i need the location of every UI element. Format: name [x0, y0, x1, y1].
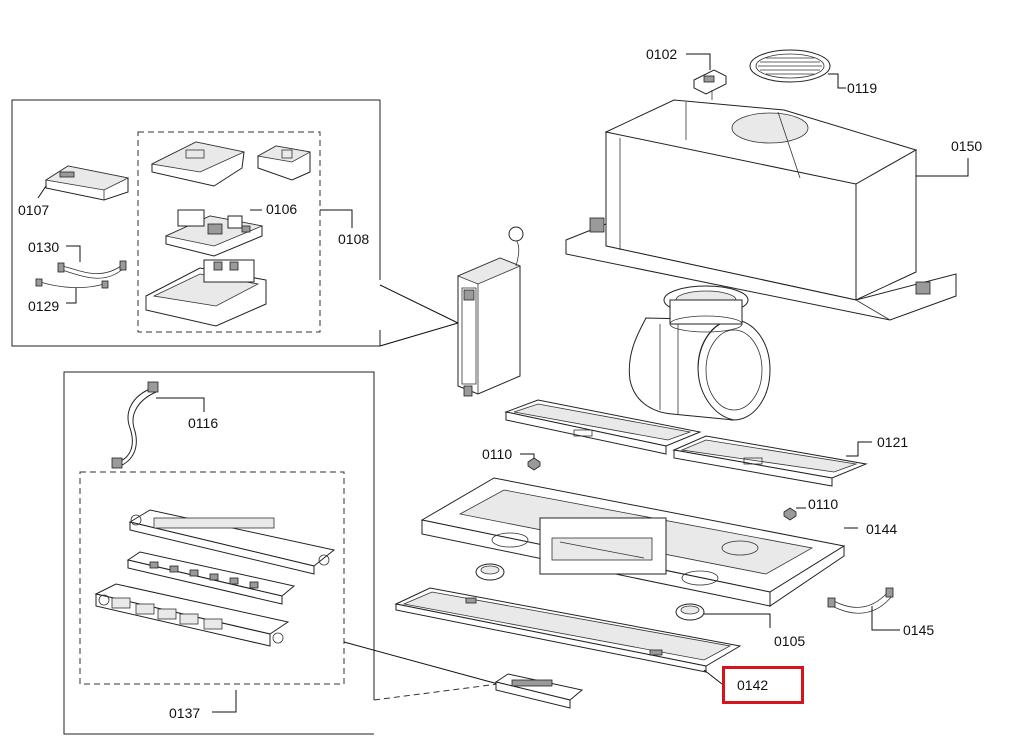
label-0144: 0144	[866, 521, 898, 537]
label-0110-right: 0110	[808, 496, 839, 512]
part-button-bracket	[128, 509, 336, 575]
part-blower-motor	[628, 285, 771, 421]
label-0137: 0137	[169, 705, 201, 721]
part-0144-frame	[420, 477, 858, 607]
label-0129: 0129	[28, 298, 60, 314]
electronics-group-box	[11, 99, 459, 347]
leader-0108	[320, 209, 353, 228]
label-0105: 0105	[774, 633, 806, 649]
leader-0137	[212, 690, 237, 713]
label-0121: 0121	[877, 434, 909, 450]
part-control-board	[94, 583, 290, 647]
part-0150-housing	[565, 99, 969, 321]
label-0110-top: 0110	[482, 446, 513, 462]
label-0108: 0108	[338, 231, 370, 247]
part-pcb-tray	[145, 259, 267, 327]
part-0116-cable	[111, 381, 205, 469]
label-0106: 0106	[266, 201, 298, 217]
label-0102: 0102	[646, 46, 678, 62]
part-0119-grille	[749, 49, 846, 89]
part-0110-clips	[520, 453, 806, 521]
part-0102-bracket	[686, 53, 727, 100]
part-0107-cover	[37, 165, 130, 201]
part-switch-module	[494, 673, 584, 709]
label-0119: 0119	[847, 80, 878, 96]
part-0121-filters	[504, 399, 872, 487]
part-0106-pcb	[164, 209, 264, 257]
highlight-box-0142	[722, 666, 804, 704]
part-top-cover	[150, 141, 312, 187]
label-0130: 0130	[28, 239, 60, 255]
part-0130-0129-wires	[35, 245, 127, 304]
part-0105-lamps	[475, 563, 771, 628]
label-0107: 0107	[18, 202, 50, 218]
part-0142-light-panel	[394, 587, 742, 685]
part-0145-wires	[827, 587, 900, 631]
label-0142: 0142	[737, 677, 769, 693]
part-control-module	[456, 226, 524, 397]
label-0116: 0116	[188, 415, 219, 431]
control-group-box	[63, 371, 499, 735]
part-button-strip	[126, 551, 296, 605]
label-0150: 0150	[951, 138, 983, 154]
label-0145: 0145	[903, 622, 935, 638]
